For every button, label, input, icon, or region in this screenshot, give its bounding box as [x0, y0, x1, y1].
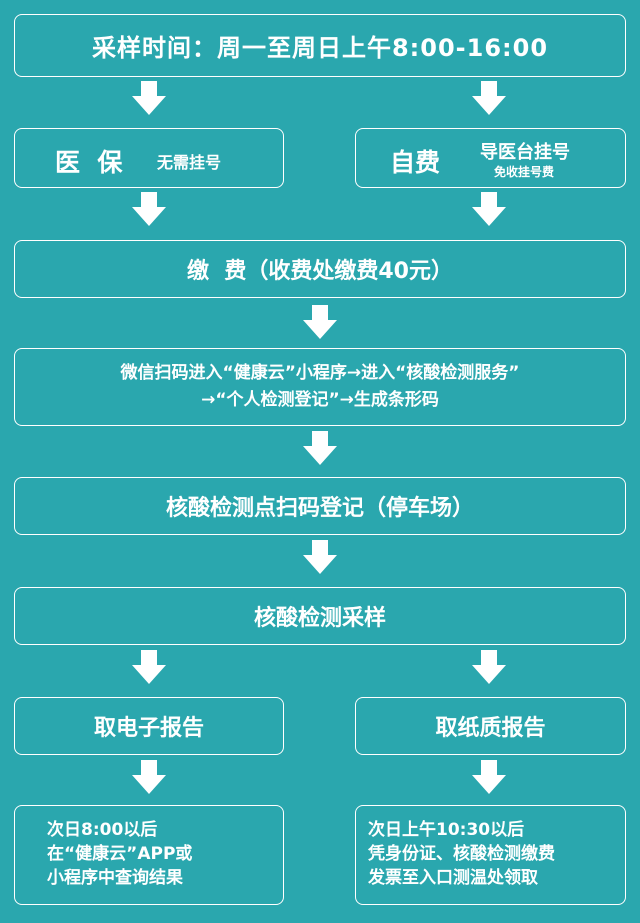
wechat-scan-box: 微信扫码进入“健康云”小程序→进入“核酸检测服务” →“个人检测登记”→生成条形…: [14, 348, 626, 426]
arrow-down-icon: [303, 540, 337, 574]
arrow-down-icon: [303, 431, 337, 465]
electronic-report-detail-line-1: 次日8:00以后: [47, 820, 158, 840]
sampling-time-box: 采样时间：周一至周日上午8:00-16:00: [14, 14, 626, 77]
arrow-down-icon: [472, 760, 506, 794]
guide-desk-registration-label: 导医台挂号: [480, 142, 570, 163]
self-pay-label: 自费: [390, 148, 441, 177]
self-pay-box: 自费 导医台挂号 免收挂号费: [355, 128, 626, 188]
payment-text: 缴 费（收费处缴费40元）: [187, 259, 453, 284]
arrow-down-icon: [132, 81, 166, 115]
arrow-down-icon: [472, 81, 506, 115]
medical-insurance-label: 医 保: [55, 148, 123, 177]
sampling-time-text: 采样时间：周一至周日上午8:00-16:00: [91, 34, 549, 62]
arrow-down-icon: [132, 650, 166, 684]
paper-report-detail-box: 次日上午10:30以后 凭身份证、核酸检测缴费 发票至入口测温处领取: [355, 805, 626, 905]
arrow-down-icon: [132, 760, 166, 794]
registration-fee-waived-label: 免收挂号费: [494, 165, 555, 179]
wechat-scan-line-2: →“个人检测登记”→生成条形码: [201, 390, 439, 410]
electronic-report-box: 取电子报告: [14, 697, 284, 755]
scan-registration-text: 核酸检测点扫码登记（停车场）: [165, 496, 474, 521]
electronic-report-detail-line-3: 小程序中查询结果: [47, 868, 183, 888]
electronic-report-detail-box: 次日8:00以后 在“健康云”APP或 小程序中查询结果: [14, 805, 284, 905]
electronic-report-detail-line-2: 在“健康云”APP或: [47, 844, 193, 864]
sampling-text: 核酸检测采样: [253, 606, 386, 631]
no-registration-label: 无需挂号: [157, 153, 222, 172]
paper-report-detail-line-1: 次日上午10:30以后: [368, 820, 525, 840]
wechat-scan-line-1: 微信扫码进入“健康云”小程序→进入“核酸检测服务”: [120, 363, 520, 383]
medical-insurance-box: 医 保 无需挂号: [14, 128, 284, 188]
paper-report-detail-line-2: 凭身份证、核酸检测缴费: [368, 844, 555, 864]
paper-report-title: 取纸质报告: [435, 716, 546, 741]
arrow-down-icon: [132, 192, 166, 226]
electronic-report-title: 取电子报告: [93, 716, 204, 741]
payment-box: 缴 费（收费处缴费40元）: [14, 240, 626, 298]
scan-registration-box: 核酸检测点扫码登记（停车场）: [14, 477, 626, 535]
sampling-box: 核酸检测采样: [14, 587, 626, 645]
arrow-down-icon: [303, 305, 337, 339]
arrow-down-icon: [472, 192, 506, 226]
paper-report-box: 取纸质报告: [355, 697, 626, 755]
arrow-down-icon: [472, 650, 506, 684]
paper-report-detail-line-3: 发票至入口测温处领取: [368, 868, 538, 888]
